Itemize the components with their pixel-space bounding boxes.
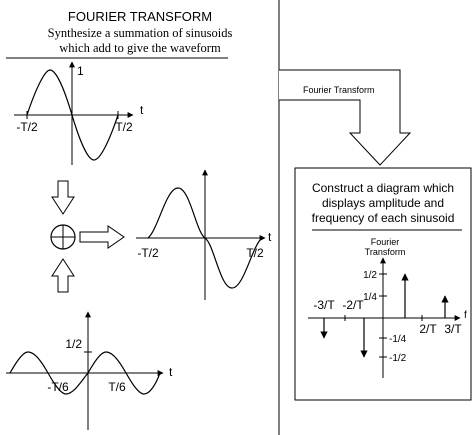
spectrum-label-neg-quarter: -1/4	[389, 334, 407, 345]
plot-3-y-label: 1/2	[65, 337, 82, 351]
flow-arrow-icon	[279, 69, 412, 166]
plot-2-curve	[147, 187, 263, 289]
plot-1-right-label: T/2	[115, 120, 133, 134]
spectrum-y-title-1: Fourier	[371, 237, 400, 247]
plot-3-x-label: t	[169, 365, 173, 379]
plot-2-left-label: -T/2	[137, 246, 159, 260]
plot-3-left-label: -T/6	[47, 380, 69, 394]
right-heading-3: frequency of each sinusoid	[312, 211, 455, 225]
plot-1-sine-curve	[26, 69, 119, 161]
left-subtitle-2: which add to give the waveform	[59, 41, 221, 55]
up-arrow-icon	[51, 258, 75, 293]
fourier-transform-flow-arrow: Fourier Transform	[279, 69, 412, 166]
plot-1-left-label: -T/2	[16, 120, 38, 134]
plot-1-fundamental: t 1 -T/2 T/2	[14, 61, 144, 165]
spectrum-f-label: f	[464, 310, 467, 321]
down-arrow-icon	[51, 180, 75, 215]
spectrum-label-neg-half: -1/2	[389, 353, 407, 364]
right-arrow-icon	[79, 225, 125, 249]
summation-block	[50, 180, 125, 293]
plot-2-waveform: t -T/2 T/2	[136, 169, 272, 300]
plot-1-y-label: 1	[77, 64, 84, 78]
spectrum-label-neg-2t: -2/T	[342, 298, 364, 312]
spectrum-diagram: Fourier Transform 1/2 1/4 -1/4 -1/2 f -3…	[308, 237, 467, 378]
spectrum-label-pos-quarter: 1/4	[363, 292, 377, 303]
spectrum-label-neg-3t: -3/T	[313, 298, 335, 312]
plot-3-harmonic: t 1/2 -T/6 T/6	[6, 311, 173, 430]
spectrum-label-pos-3t: 3/T	[444, 322, 462, 336]
right-heading-1: Construct a diagram which	[312, 181, 454, 195]
left-subtitle-1: Synthesize a summation of sinusoids	[48, 26, 233, 40]
spectrum-y-title-2: Transform	[365, 247, 406, 257]
right-panel-box	[294, 167, 472, 401]
plot-2-x-label: t	[268, 230, 272, 244]
flow-arrow-label: Fourier Transform	[303, 85, 375, 95]
plot-1-x-label: t	[140, 103, 144, 117]
left-title: FOURIER TRANSFORM	[68, 9, 212, 24]
spectrum-label-pos-half: 1/2	[363, 270, 377, 281]
spectrum-label-pos-2t: 2/T	[419, 322, 437, 336]
plot-3-right-label: T/6	[108, 380, 126, 394]
plot-3-curve	[9, 351, 161, 395]
plot-2-right-label: T/2	[246, 246, 264, 260]
right-heading-2: displays amplitude and	[322, 196, 444, 210]
